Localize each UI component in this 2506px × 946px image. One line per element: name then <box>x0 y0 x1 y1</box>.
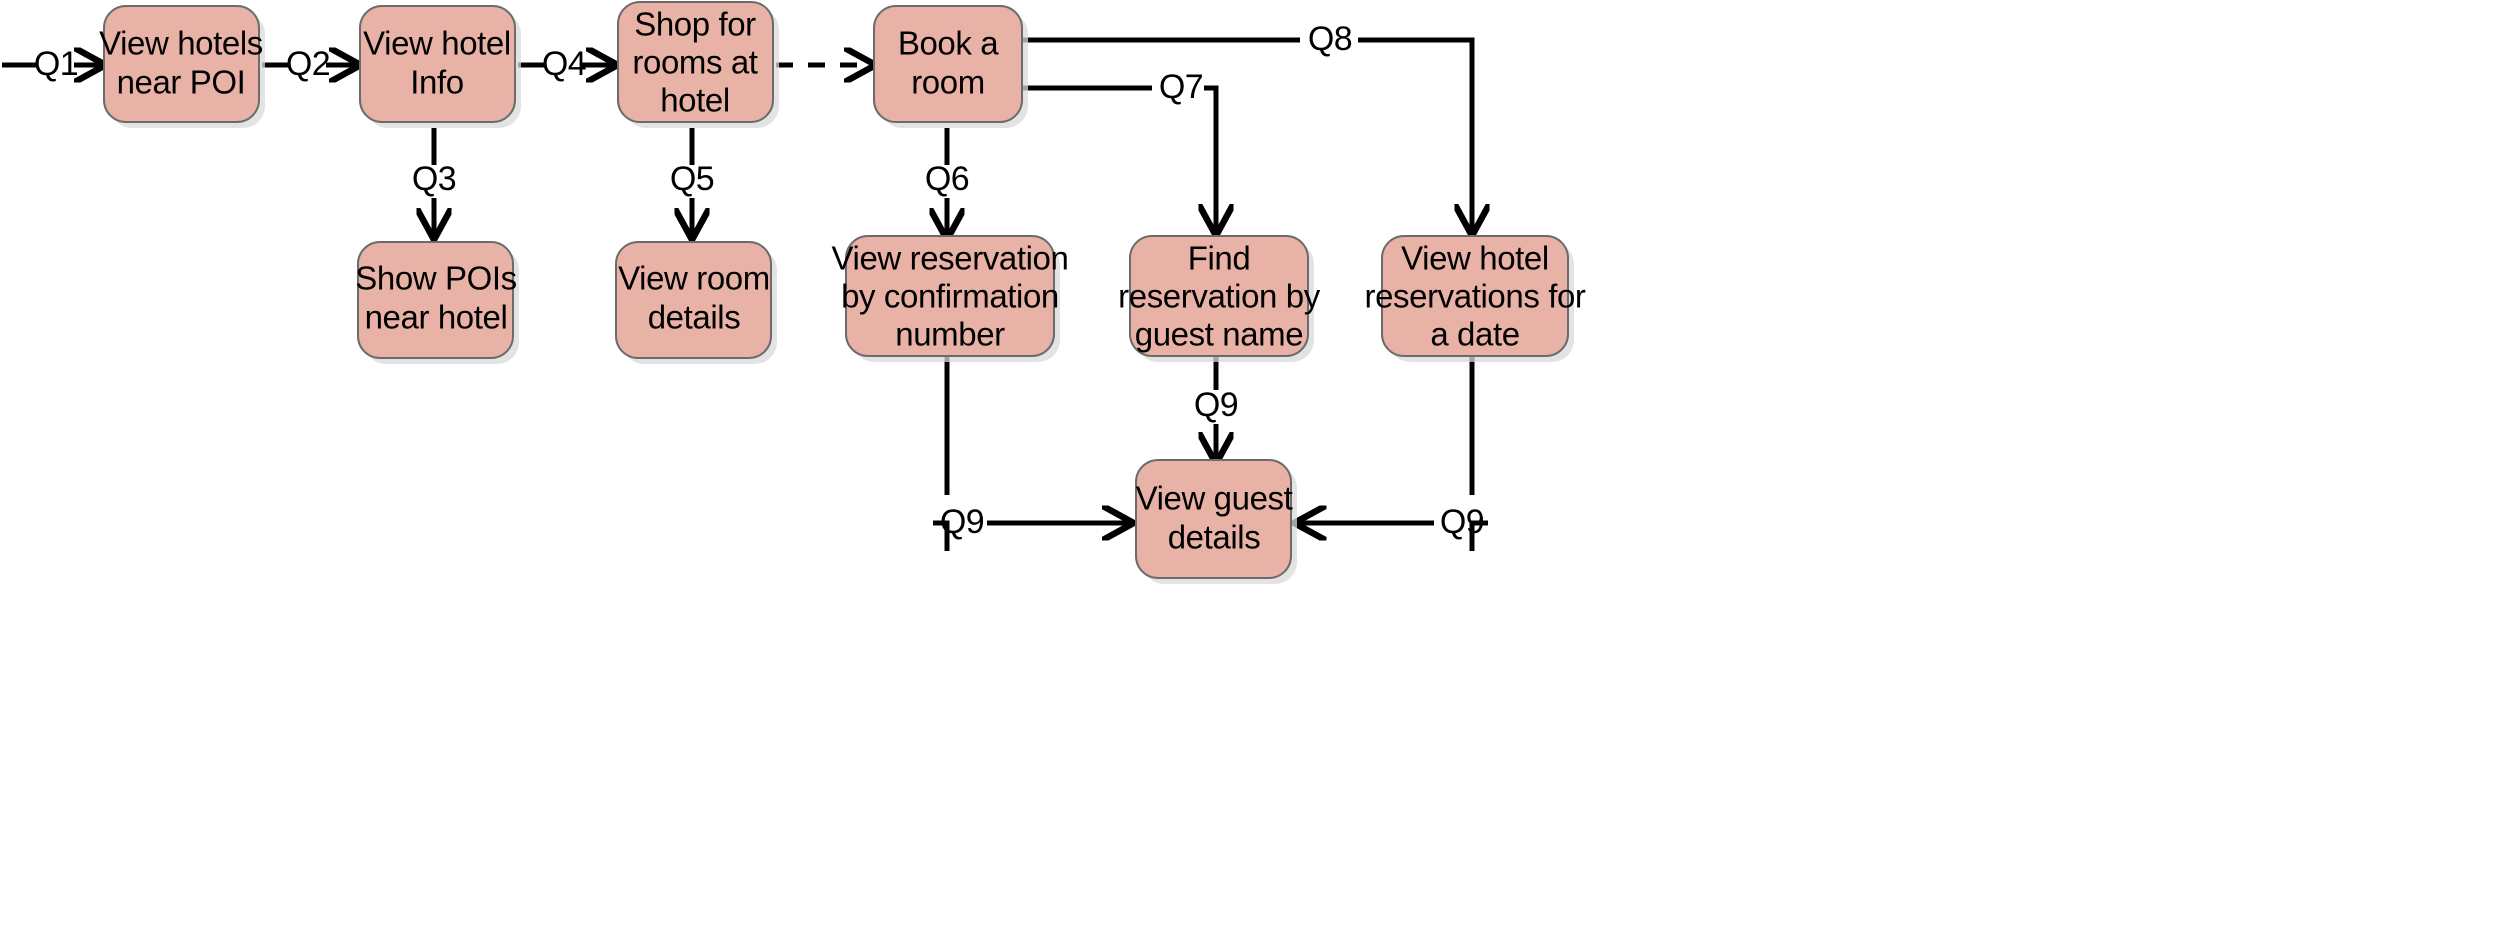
node-label-line: details <box>1168 519 1261 556</box>
node-body[interactable] <box>1129 235 1309 357</box>
node-body[interactable] <box>873 5 1023 123</box>
node-view-guest-details[interactable]: View guest details <box>1135 459 1297 584</box>
edge-q9-from-confirmation: Q9 <box>933 355 1128 551</box>
edge-label-q9-left: Q9 <box>940 503 984 541</box>
node-find-reservation-by-guest-name[interactable]: Find reservation by guest name <box>1118 235 1321 362</box>
node-label-line: View guest <box>1136 480 1293 517</box>
edge-label-q1: Q1 <box>34 45 78 83</box>
node-body[interactable] <box>1135 459 1292 579</box>
edge-q5: Q5 <box>670 128 715 234</box>
edge-q3: Q3 <box>412 128 457 234</box>
edge-label-q4: Q4 <box>542 45 586 83</box>
node-label-line: guest name <box>1135 316 1303 353</box>
node-body[interactable] <box>615 241 772 359</box>
node-body[interactable] <box>103 5 260 123</box>
node-label-line: Shop for <box>634 6 756 43</box>
edge-q8: Q8 <box>1022 20 1472 230</box>
node-label-line: a date <box>1430 316 1519 353</box>
edge-label-q3: Q3 <box>412 160 456 198</box>
edge-label-q7: Q7 <box>1159 68 1203 106</box>
node-label-line: hotel <box>660 82 730 119</box>
edge-label-q5: Q5 <box>670 160 714 198</box>
edge-q9-from-guest-name: Q9 <box>1194 355 1239 458</box>
node-view-hotels-near-poi[interactable]: View hotels near POI <box>99 5 265 128</box>
node-shop-for-rooms-at-hotel[interactable]: Shop for rooms at hotel <box>617 1 779 128</box>
node-label-line: View reservation <box>832 240 1069 277</box>
edge-label-q6: Q6 <box>925 160 969 198</box>
node-label-line: View hotel <box>363 25 511 62</box>
node-label-line: Book a <box>898 25 999 62</box>
node-label-line: Find <box>1188 240 1251 277</box>
node-label-line: near POI <box>117 64 246 101</box>
node-view-room-details[interactable]: View room details <box>615 241 777 364</box>
edge-q7: Q7 <box>1022 68 1216 230</box>
node-show-pois-near-hotel[interactable]: Show POIs near hotel <box>355 241 519 364</box>
node-label-line: View hotels <box>99 25 263 62</box>
node-view-hotel-reservations-for-a-date[interactable]: View hotel reservations for a date <box>1364 235 1586 362</box>
node-body[interactable] <box>359 5 516 123</box>
node-label-line: number <box>895 316 1005 353</box>
node-view-hotel-info[interactable]: View hotel Info <box>359 5 521 128</box>
node-body[interactable] <box>357 241 514 359</box>
edge-label-q9-right: Q9 <box>1440 503 1484 541</box>
node-label-line: room <box>911 64 985 101</box>
edge-q2: Q2 <box>262 45 355 83</box>
node-view-reservation-by-confirmation-number[interactable]: View reservation by confirmation number <box>832 235 1069 362</box>
node-label-line: reservation by <box>1118 278 1321 315</box>
node-label-line: View hotel <box>1401 240 1549 277</box>
edge-q9-from-hotel-reservations: Q9 <box>1300 355 1488 551</box>
node-label-line: View room <box>618 260 770 297</box>
edge-label-q8: Q8 <box>1308 20 1352 58</box>
edge-q1: Q1 <box>2 45 100 83</box>
edge-q4: Q4 <box>518 45 612 83</box>
node-body[interactable] <box>1381 235 1569 357</box>
edge-q6: Q6 <box>925 128 970 234</box>
node-body[interactable] <box>617 1 774 123</box>
node-label-line: rooms at <box>632 44 757 81</box>
node-book-a-room[interactable]: Book a room <box>873 5 1028 128</box>
node-label-line: Show POIs <box>355 260 516 297</box>
edge-label-q2: Q2 <box>286 45 330 83</box>
node-label-line: Info <box>410 64 463 101</box>
node-label-line: by confirmation <box>841 278 1059 315</box>
node-label-line: details <box>648 299 741 336</box>
node-label-line: near hotel <box>365 299 508 336</box>
node-body[interactable] <box>845 235 1055 357</box>
node-label-line: reservations for <box>1364 278 1585 315</box>
edge-label-q9-middle: Q9 <box>1194 386 1238 424</box>
